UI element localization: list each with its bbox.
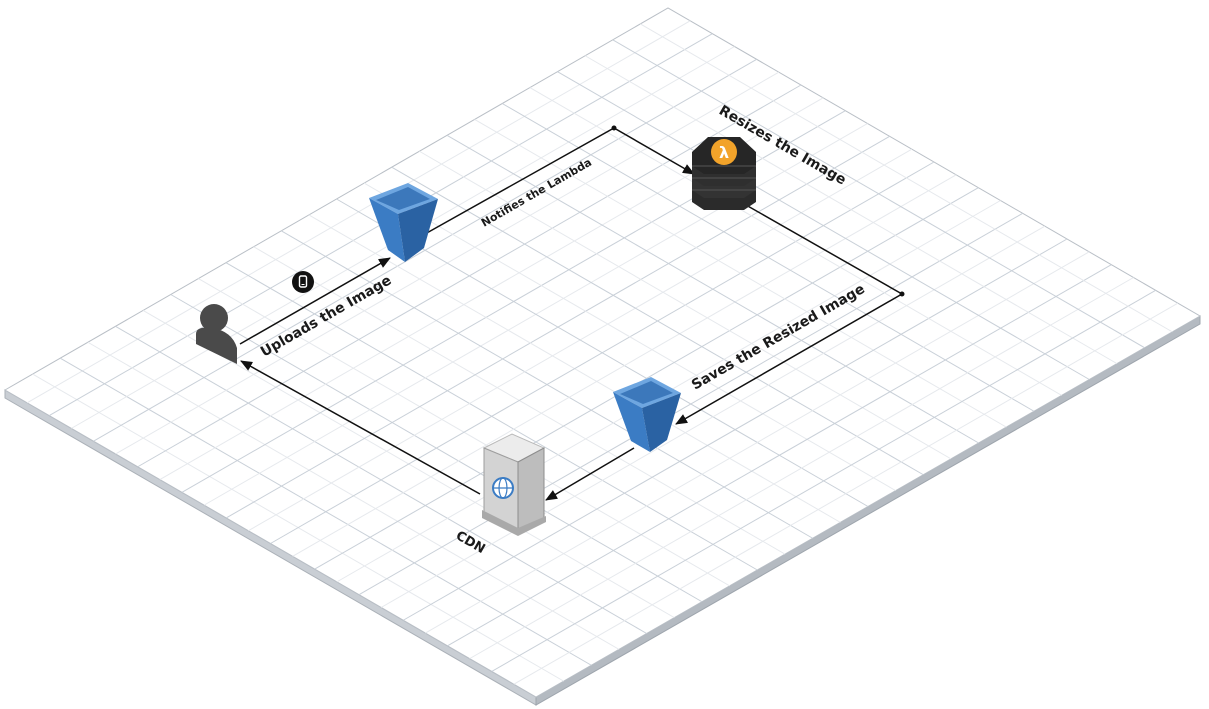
arrow-upload [239,257,391,345]
junction-dot [611,125,617,131]
grid-line [612,39,1145,349]
s3-bucket-icon [613,377,681,452]
isometric-platform [3,7,1202,706]
svg-text:λ: λ [719,143,729,162]
junction-dot [899,291,905,297]
grid-line [584,55,1118,365]
arrow-to-user [240,360,481,495]
isometric-grid [26,20,1179,685]
arrow-to-cdn [545,447,635,501]
grid-line [447,264,1112,647]
grid-line [469,277,1134,660]
mobile-device-icon [292,271,314,293]
lambda-icon: λ [692,137,756,210]
grid-line [491,289,1156,672]
s3-bucket-icon [369,183,438,262]
grid-line [513,302,1179,685]
connectors [239,125,905,501]
grid-line [640,23,1173,333]
user-icon [196,304,237,364]
cdn-server-icon [482,433,546,536]
